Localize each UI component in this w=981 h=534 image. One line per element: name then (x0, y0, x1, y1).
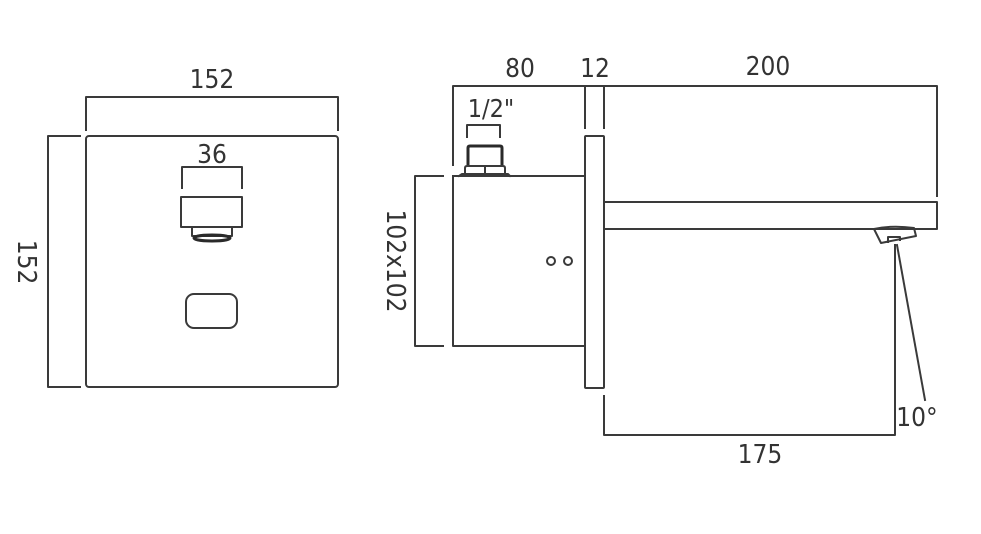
width-dimension-line (85, 96, 339, 131)
indicator-dot-right (563, 256, 573, 266)
projection-dimension-line (603, 244, 896, 436)
outlet-body (180, 196, 243, 228)
height-dimension-line (47, 135, 81, 388)
inlet-size-label: 1/2" (468, 94, 515, 123)
indicator-dot-left (546, 256, 556, 266)
spout-outlet-insert (887, 236, 901, 243)
flow-angle-label: 10° (896, 403, 937, 433)
spout (603, 201, 938, 230)
outlet-dimension-line (181, 166, 243, 189)
height-dimension-label: 152 (11, 240, 41, 285)
body-size-dimension-line (414, 175, 444, 347)
inlet-dimension-line (466, 124, 501, 138)
spout-length-label: 200 (746, 52, 791, 82)
wall-plate (584, 135, 605, 389)
control-body (452, 175, 586, 347)
body-depth-label: 80 (505, 54, 535, 84)
plate-thickness-label: 12 (580, 54, 610, 84)
body-size-label: 102x102 (380, 209, 410, 312)
faceplate (85, 135, 339, 388)
projection-label: 175 (738, 440, 783, 470)
depth-dimension-line (452, 85, 938, 197)
outlet-dimension-label: 36 (197, 140, 227, 170)
sensor-window (185, 293, 238, 329)
spout-outlet (873, 225, 917, 244)
width-dimension-label: 152 (190, 65, 235, 95)
side-view: 80 12 200 1/2" 102x102 10° 175 (380, 52, 938, 470)
front-view: 152 152 36 (11, 65, 339, 388)
flow-angle-line (895, 243, 927, 402)
inlet-nut (466, 144, 504, 166)
aerator-ring (192, 233, 232, 243)
